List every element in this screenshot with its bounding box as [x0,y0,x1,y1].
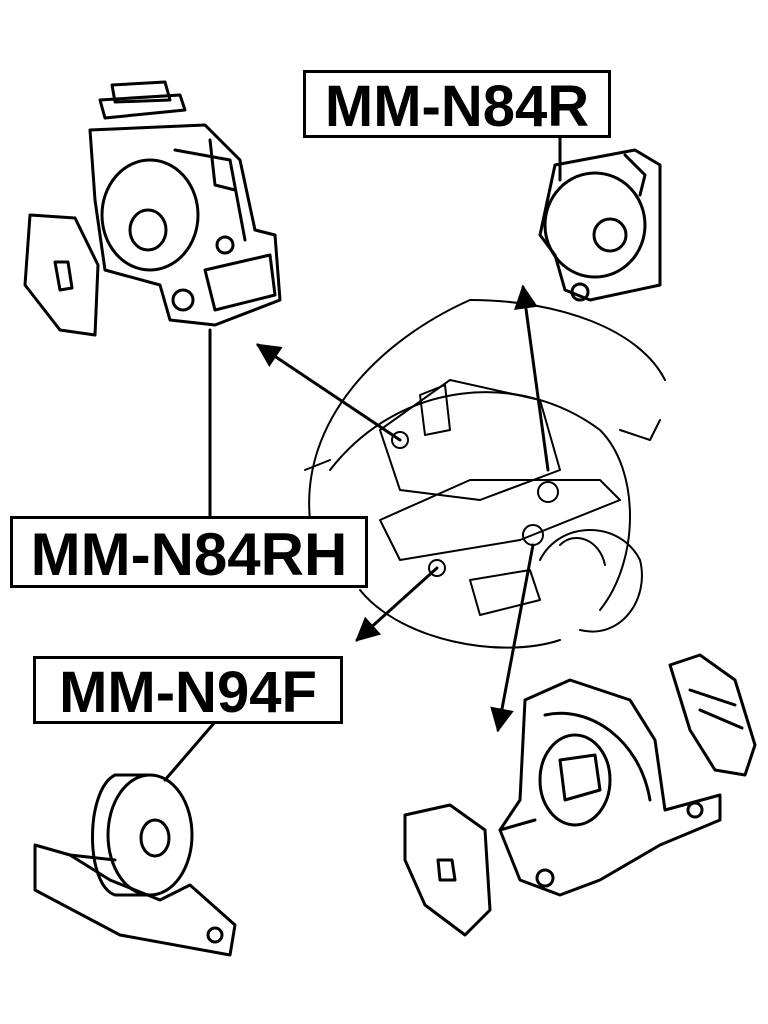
engine-mount-f-part [33,773,237,957]
arrow-to-r-mount [514,284,550,472]
part-label-mm-n94f: MM-N94F [33,656,343,724]
arrow-to-bottom-right-mount [490,543,535,733]
part-label-mm-n84rh: MM-N84RH [10,516,368,588]
engine-mount-bottom-plate-right [668,653,757,777]
arrow-to-f-mount [355,566,439,642]
part-label-mm-n84r: MM-N84R [303,70,611,138]
arrow-to-rh-mount [256,343,402,442]
vehicle-chassis-sketch [304,299,666,649]
engine-mount-bottom-plate-left [403,803,492,937]
engine-mount-bottom-part [498,678,722,897]
engine-mount-rh-plate [23,213,100,337]
engine-mount-rh-part [88,80,282,327]
engine-mount-r-part [538,148,662,302]
leader-line-f [163,720,217,782]
